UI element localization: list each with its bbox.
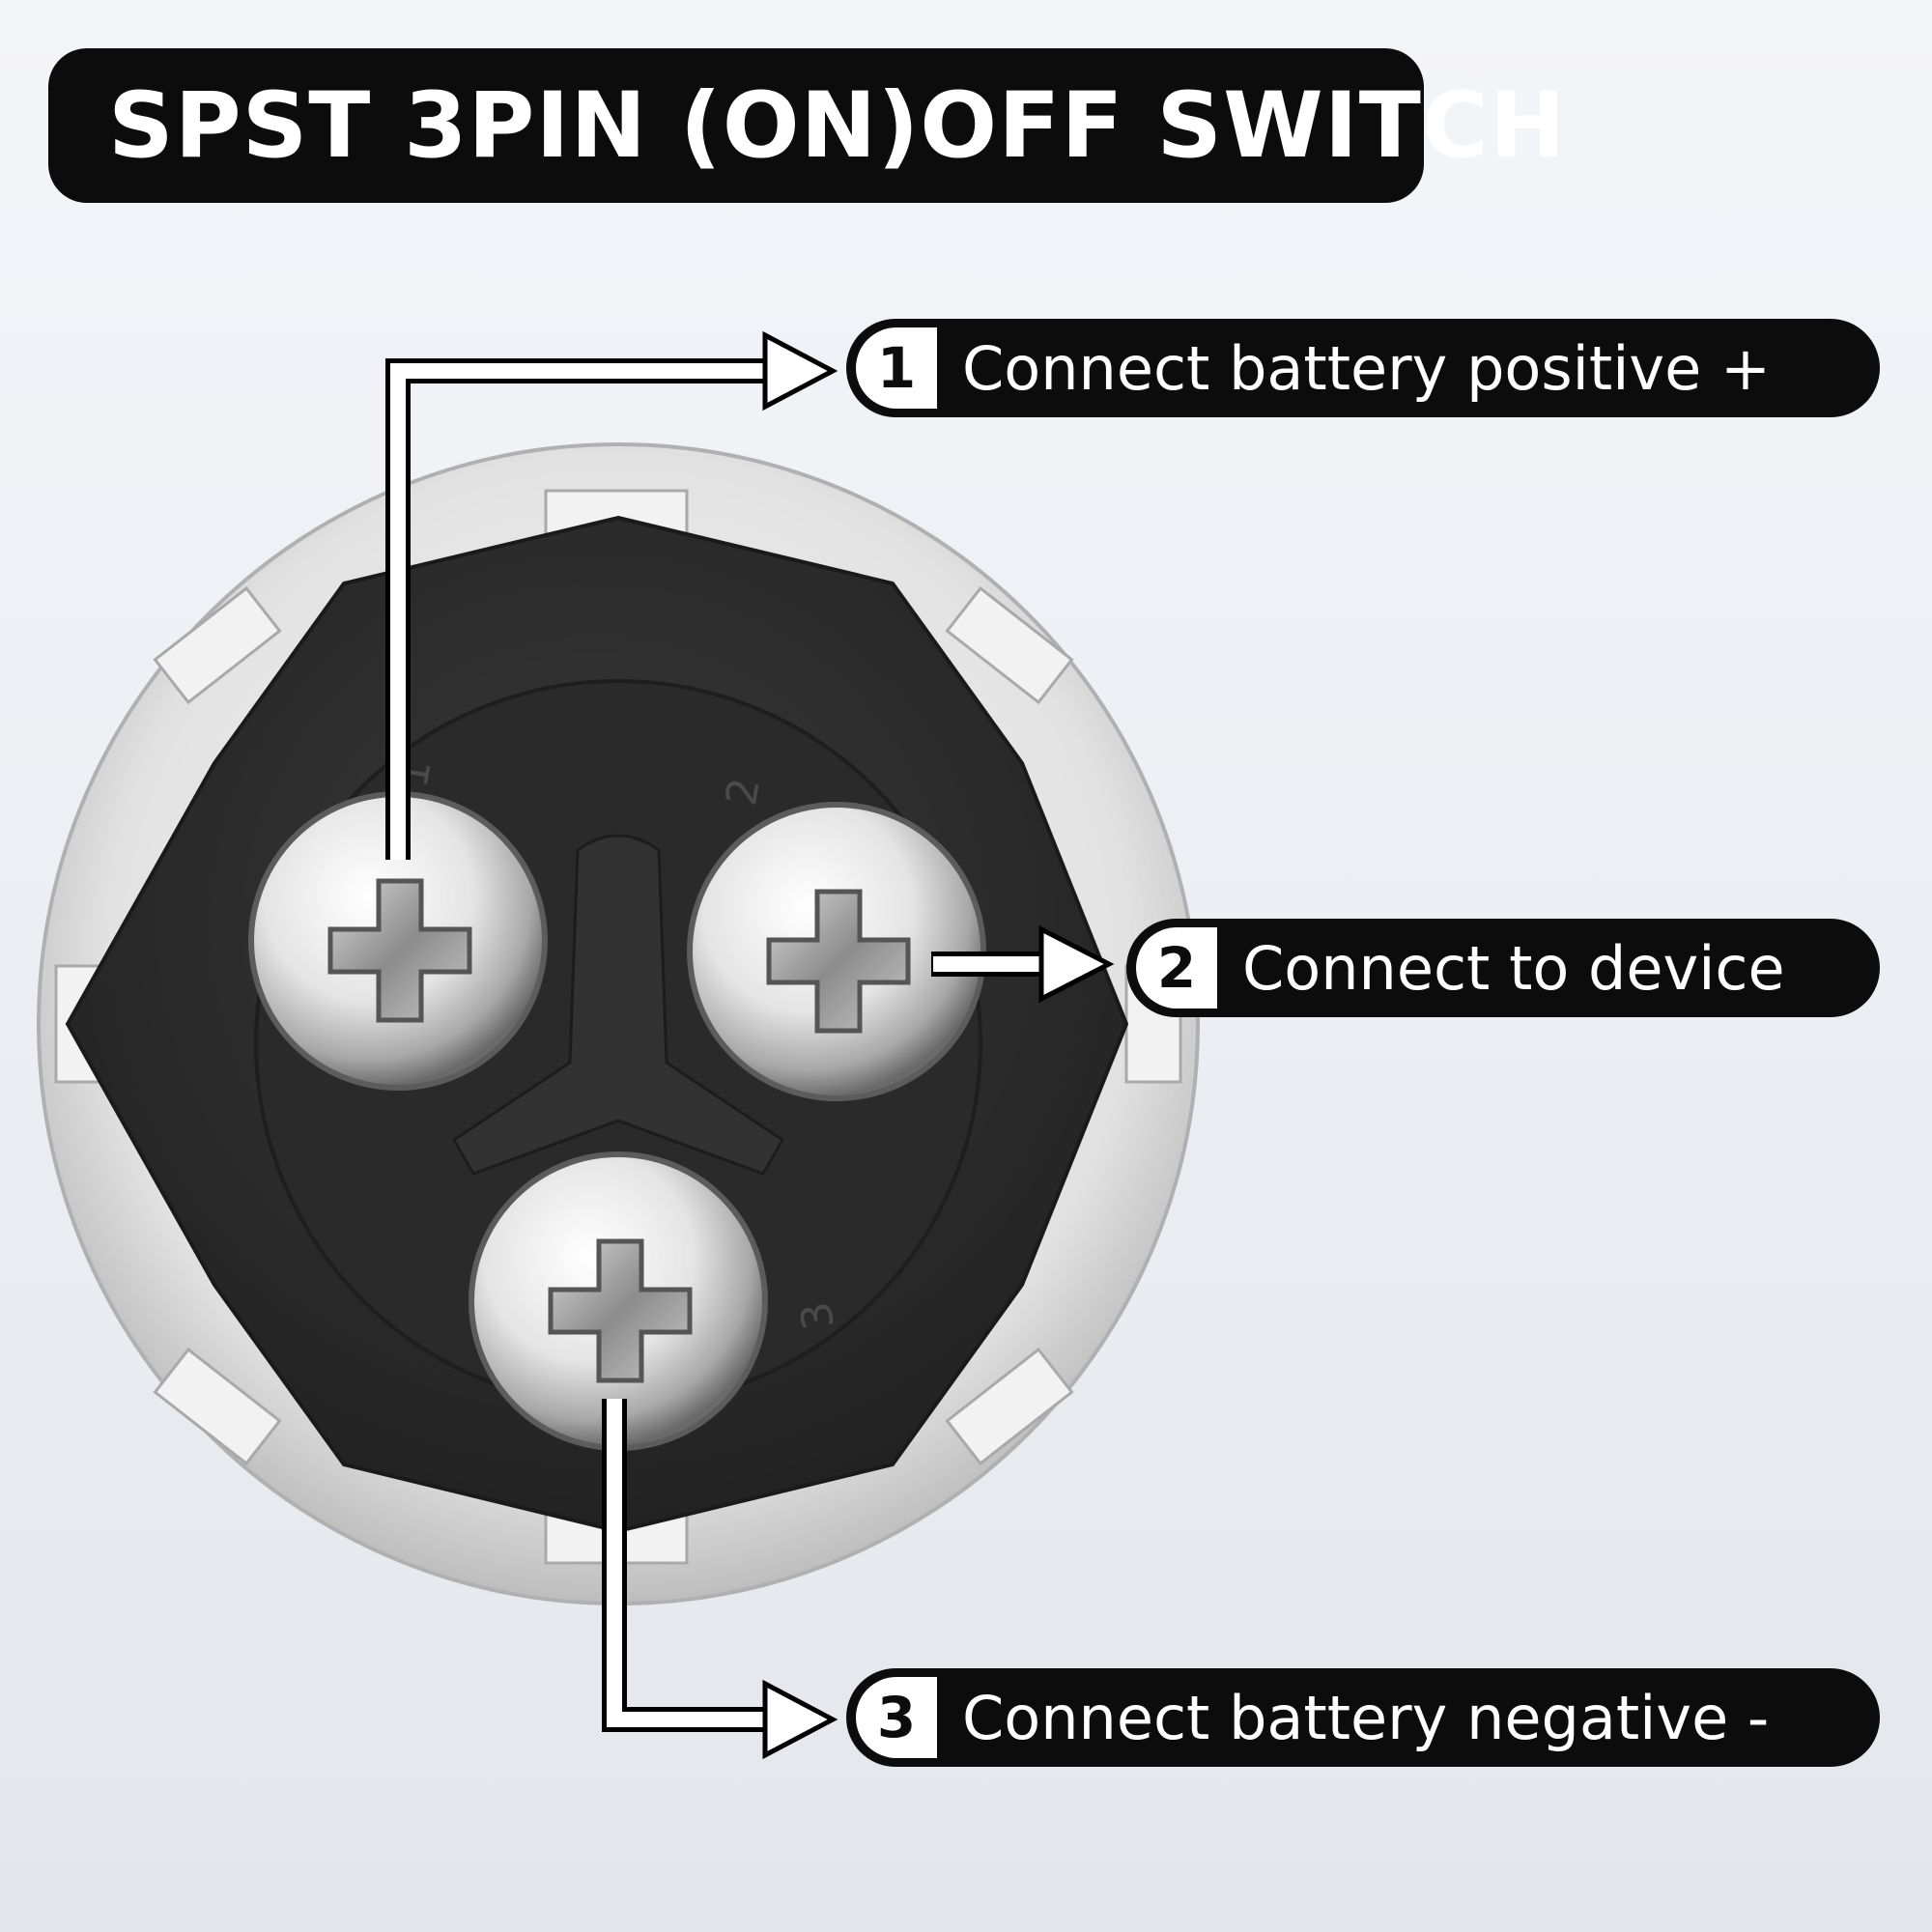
callout-device: 2 Connect to device	[1126, 919, 1880, 1017]
arrowhead-icon	[762, 330, 838, 412]
arrowhead-icon	[762, 1679, 838, 1760]
callout-number-badge: 2	[1136, 927, 1217, 1009]
phillips-cross-icon	[327, 878, 472, 1023]
screw-terminal-3	[469, 1151, 768, 1451]
callout-battery-positive: 1 Connect battery positive +	[846, 319, 1880, 417]
title-banner: SPST 3PIN (ON)OFF SWITCH	[48, 48, 1566, 203]
callout-battery-negative: 3 Connect battery negative -	[846, 1668, 1880, 1767]
callout-number-badge: 1	[856, 327, 937, 409]
arrow-terminal-2	[931, 924, 1115, 1004]
callout-text: Connect to device	[1242, 932, 1785, 1004]
phillips-cross-icon	[766, 889, 911, 1034]
callout-text: Connect battery positive +	[962, 332, 1771, 404]
page-title: SPST 3PIN (ON)OFF SWITCH	[108, 72, 1567, 179]
screw-terminal-2	[687, 802, 986, 1101]
callout-number-badge: 3	[856, 1677, 937, 1758]
phillips-cross-icon	[548, 1238, 693, 1383]
arrowhead-icon	[1038, 924, 1115, 1004]
callout-text: Connect battery negative -	[962, 1682, 1770, 1753]
arrow-terminal-1	[385, 330, 838, 860]
terminal-separator	[452, 834, 784, 1176]
screw-terminal-1	[248, 791, 548, 1091]
arrow-terminal-3	[602, 1399, 838, 1760]
